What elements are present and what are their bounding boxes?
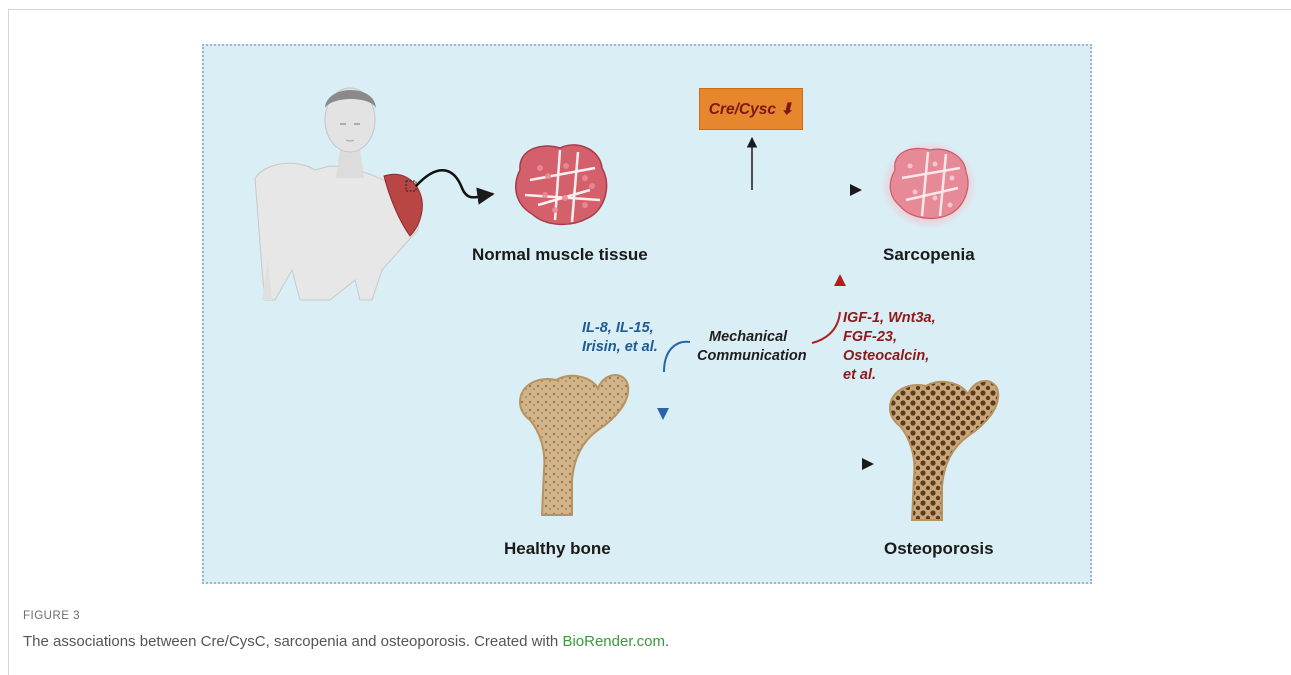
healthy-bone-label: Healthy bone: [504, 539, 611, 559]
caption-text: The associations between Cre/CysC, sarco…: [23, 633, 562, 650]
cre-cysc-box: Cre/Cysc ⬇: [699, 88, 803, 130]
normal-muscle-image: [516, 145, 607, 224]
osteoporosis-bone-image: [890, 381, 998, 520]
caption-end: .: [665, 633, 669, 650]
myokines-line-2: Irisin, et al.: [582, 338, 658, 357]
mechanical-line-1: Mechanical: [709, 328, 787, 347]
human-figure: [255, 88, 493, 300]
figure-number: FIGURE 3: [23, 610, 80, 622]
osteokines-line-3: Osteocalcin,: [843, 347, 929, 366]
osteokines-line-1: IGF-1, Wnt3a,: [843, 309, 936, 328]
osteokines-line-4: et al.: [843, 366, 876, 385]
normal-muscle-label: Normal muscle tissue: [472, 245, 648, 265]
down-arrow-icon: ⬇: [780, 101, 793, 118]
myokines-line-1: IL-8, IL-15,: [582, 319, 654, 338]
mechanical-line-2: Communication: [697, 347, 807, 366]
osteokines-line-2: FGF-23,: [843, 328, 897, 347]
figure-caption: The associations between Cre/CysC, sarco…: [23, 633, 669, 650]
biorender-link[interactable]: BioRender.com: [562, 633, 665, 650]
osteoporosis-label: Osteoporosis: [884, 539, 994, 559]
sarcopenia-label: Sarcopenia: [883, 245, 975, 265]
healthy-bone-image: [520, 375, 628, 515]
cre-cysc-label: Cre/Cysc: [709, 101, 776, 118]
sarcopenia-image: [881, 141, 977, 229]
